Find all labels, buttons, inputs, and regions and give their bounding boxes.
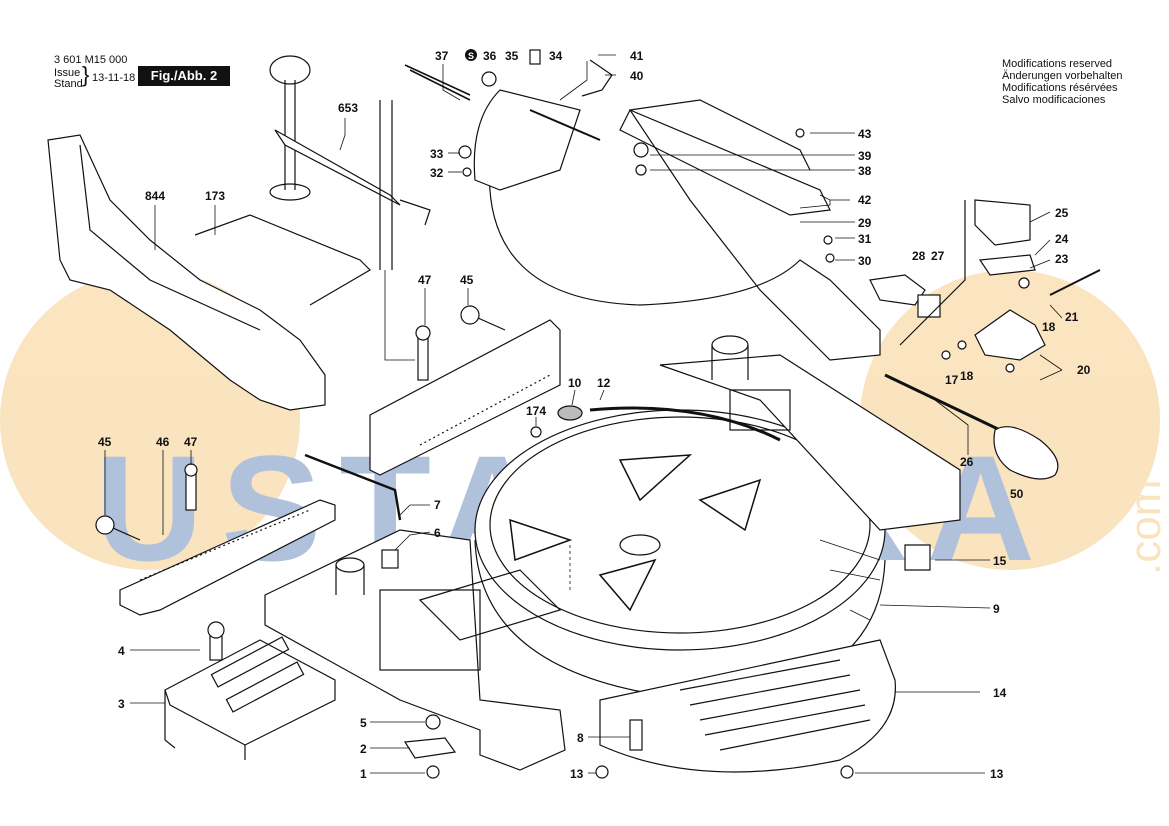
callout-47-top: 47 [418,273,432,287]
callout-labels: 37 36 35 34 41 40 653 43 33 39 32 38 844… [98,49,1091,781]
callout-28: 28 [912,249,926,263]
callout-17: 17 [945,373,959,387]
callout-37: 37 [435,49,449,63]
callout-3: 3 [118,697,125,711]
callout-30: 30 [858,254,872,268]
callout-9: 9 [993,602,1000,616]
disc-10 [557,405,583,421]
callout-33: 33 [430,147,444,161]
callout-21: 21 [1065,310,1079,324]
hold-down-clamp [269,55,431,270]
modifications-notice: Modifications reserved Änderungen vorbeh… [1002,58,1122,106]
callout-13-right: 13 [990,767,1004,781]
callout-23: 23 [1055,252,1069,266]
rod-173 [194,214,371,306]
callout-25: 25 [1055,206,1069,220]
callout-39: 39 [858,149,872,163]
callout-50: 50 [1010,487,1024,501]
callout-174: 174 [526,404,546,418]
drawing [47,49,1101,779]
stand-label: Stand [54,78,83,90]
modifications-es: Salvo modificaciones [1002,94,1106,106]
callout-45-left: 45 [98,435,112,449]
main-base [264,529,566,771]
upper-arm [404,64,881,361]
callout-14: 14 [993,686,1007,700]
callout-31: 31 [858,232,872,246]
callout-7: 7 [434,498,441,512]
hardware [95,49,1030,779]
callout-6: 6 [434,526,441,540]
callout-15: 15 [993,554,1007,568]
callout-42: 42 [858,193,872,207]
modifications-de: Änderungen vorbehalten [1002,70,1123,82]
callout-41: 41 [630,49,644,63]
issue-label: Issue [54,67,81,79]
callout-1: 1 [360,767,367,781]
special-marker-icon [465,49,477,61]
callout-36: 36 [483,49,497,63]
callout-18-right: 18 [1042,320,1056,334]
rear-arm [659,335,961,531]
modifications-en: Modifications reserved [1002,58,1113,70]
modifications-fr: Modifications résérvées [1002,82,1118,94]
callout-2: 2 [360,742,367,756]
callout-27: 27 [931,249,945,263]
callout-43: 43 [858,127,872,141]
brace: } [82,62,90,87]
callout-45-top: 45 [460,273,474,287]
lock-knob [884,373,1059,480]
figure-label: Fig./Abb. 2 [138,66,230,86]
strip-12 [589,406,781,442]
callout-24: 24 [1055,232,1069,246]
callout-173: 173 [205,189,225,203]
callout-844: 844 [145,189,165,203]
bracket-3 [164,636,336,760]
callout-35: 35 [505,49,519,63]
callout-10: 10 [568,376,582,390]
callout-8: 8 [577,731,584,745]
detent-parts [869,199,1101,361]
callout-47-left: 47 [184,435,198,449]
callout-26: 26 [960,455,974,469]
part-number: 3 601 M15 000 [54,54,128,66]
bottom-plate [599,639,896,773]
watermark-suffix: .com [1121,480,1169,575]
fence-left [119,499,336,616]
leader-lines [104,54,1063,774]
callout-38: 38 [858,164,872,178]
special-marker-letter: S [468,51,474,61]
callout-13-left: 13 [570,767,584,781]
stop-handle [47,134,326,411]
callout-5: 5 [360,716,367,730]
callout-12: 12 [597,376,611,390]
callout-653: 653 [338,101,358,115]
callout-29: 29 [858,216,872,230]
callout-46: 46 [156,435,170,449]
hex-key [304,453,402,521]
callout-20: 20 [1077,363,1091,377]
issue-date: 13-11-18 [92,72,136,84]
callout-34: 34 [549,49,563,63]
callout-18-left: 18 [960,369,974,383]
callout-4: 4 [118,644,125,658]
callout-32: 32 [430,166,444,180]
callout-40: 40 [630,69,644,83]
fence-right [369,319,561,476]
